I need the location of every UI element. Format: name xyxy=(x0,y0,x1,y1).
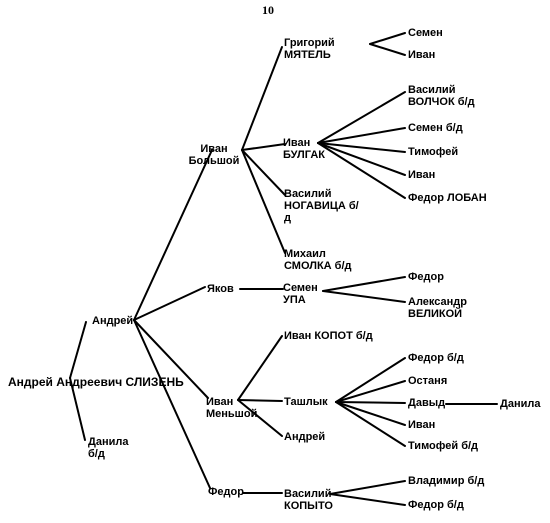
edge-andrei-yakov xyxy=(133,286,206,321)
edge-bulgak-timofei xyxy=(317,142,406,153)
edge-upa-aleksandr xyxy=(322,290,406,303)
person-ivan-bolshoi: Иван Большой xyxy=(188,143,240,167)
person-mikhail-smolka: Михаил СМОЛКА б/д xyxy=(284,248,352,272)
person-tashlyk: Ташлык xyxy=(284,396,328,408)
edge-kopyto-fedor-bd xyxy=(329,493,406,506)
edge-root-danila xyxy=(69,377,86,441)
edge-ivanm-tashlyk xyxy=(237,399,283,402)
person-vasilii-volchok: Василий ВОЛЧОК б/д xyxy=(408,84,475,108)
edge-ivanb-grigorii xyxy=(241,46,283,151)
edge-ivanb-bulgak xyxy=(241,143,286,151)
person-aleksandr-velikoi: Александр ВЕЛИКОЙ xyxy=(408,296,467,320)
edge-tashlyk-fedor-bd xyxy=(335,357,406,403)
edge-ivanb-nogavica xyxy=(241,149,286,196)
edge-bulgak-loban xyxy=(317,142,406,199)
person-yakov: Яков xyxy=(207,283,234,295)
edge-ivanm-andrei xyxy=(237,399,283,437)
person-fedor: Федор xyxy=(208,486,244,498)
edge-grigorii-ivan xyxy=(369,43,406,56)
person-andrei-andreevich-slizen: Андрей Андреевич СЛИЗЕНЬ xyxy=(8,375,184,389)
person-semen-bd: Семен б/д xyxy=(408,122,463,134)
person-ivan: Иван xyxy=(408,49,436,61)
edge-grigorii-semen xyxy=(369,32,406,45)
edge-andrei-fedor xyxy=(133,319,211,489)
person-fedor-bd-2: Федор б/д xyxy=(408,499,464,511)
person-timofei: Тимофей xyxy=(408,146,459,158)
edge-andrei-ivan-menshoi xyxy=(133,319,209,399)
person-vasilii-kopyto: Василий КОПЫТО xyxy=(284,488,333,512)
edge-bulgak-ivan xyxy=(317,142,406,176)
person-ostania: Останя xyxy=(408,375,448,387)
edge-tashlyk-timofei-bd xyxy=(335,401,406,447)
person-andrei: Андрей xyxy=(92,315,134,327)
edge-ivanm-kopot xyxy=(237,335,283,401)
person-fedor-2: Федор xyxy=(408,271,444,283)
edge-bulgak-semen-bd xyxy=(317,127,406,144)
edge-root-andrei xyxy=(69,321,87,379)
page-number: 10 xyxy=(262,3,274,17)
edge-kopyto-vladimir xyxy=(329,480,406,495)
person-semen-upa: Семен УПА xyxy=(283,282,318,306)
person-ivan-menshoi: Иван Меньшой xyxy=(206,396,258,420)
person-vasilii-nogavica: Василий НОГАВИЦА б/д xyxy=(284,188,359,224)
edge-bulgak-volchok xyxy=(317,91,406,144)
person-vladimir-bd: Владимир б/д xyxy=(408,475,485,487)
person-ivan-bulgak: Иван БУЛГАК xyxy=(283,137,325,161)
edge-tashlyk-ivan xyxy=(335,401,406,426)
edge-upa-fedor xyxy=(322,276,406,292)
person-ivan-3: Иван xyxy=(408,419,436,431)
person-ivan-2: Иван xyxy=(408,169,436,181)
edge-andrei-ivan-bolshoi xyxy=(133,149,213,321)
edge-tashlyk-ostania xyxy=(335,380,406,403)
person-timofei-bd: Тимофей б/д xyxy=(408,440,479,452)
person-semen: Семен xyxy=(408,27,443,39)
person-grigorii-myatel: Григорий МЯТЕЛЬ xyxy=(284,37,335,61)
edge-tashlyk-davyd xyxy=(335,401,406,404)
person-fedor-loban: Федор ЛОБАН xyxy=(408,192,487,204)
person-ivan-kopot: Иван КОПОТ б/д xyxy=(284,330,373,342)
person-andrei-2: Андрей xyxy=(284,431,326,443)
person-danila-2: Данила xyxy=(500,398,541,410)
edge-ivanb-mikhail xyxy=(241,149,286,254)
person-fedor-bd: Федор б/д xyxy=(408,352,464,364)
person-davyd: Давыд xyxy=(408,397,446,409)
person-danila: Данила б/д xyxy=(88,436,129,460)
